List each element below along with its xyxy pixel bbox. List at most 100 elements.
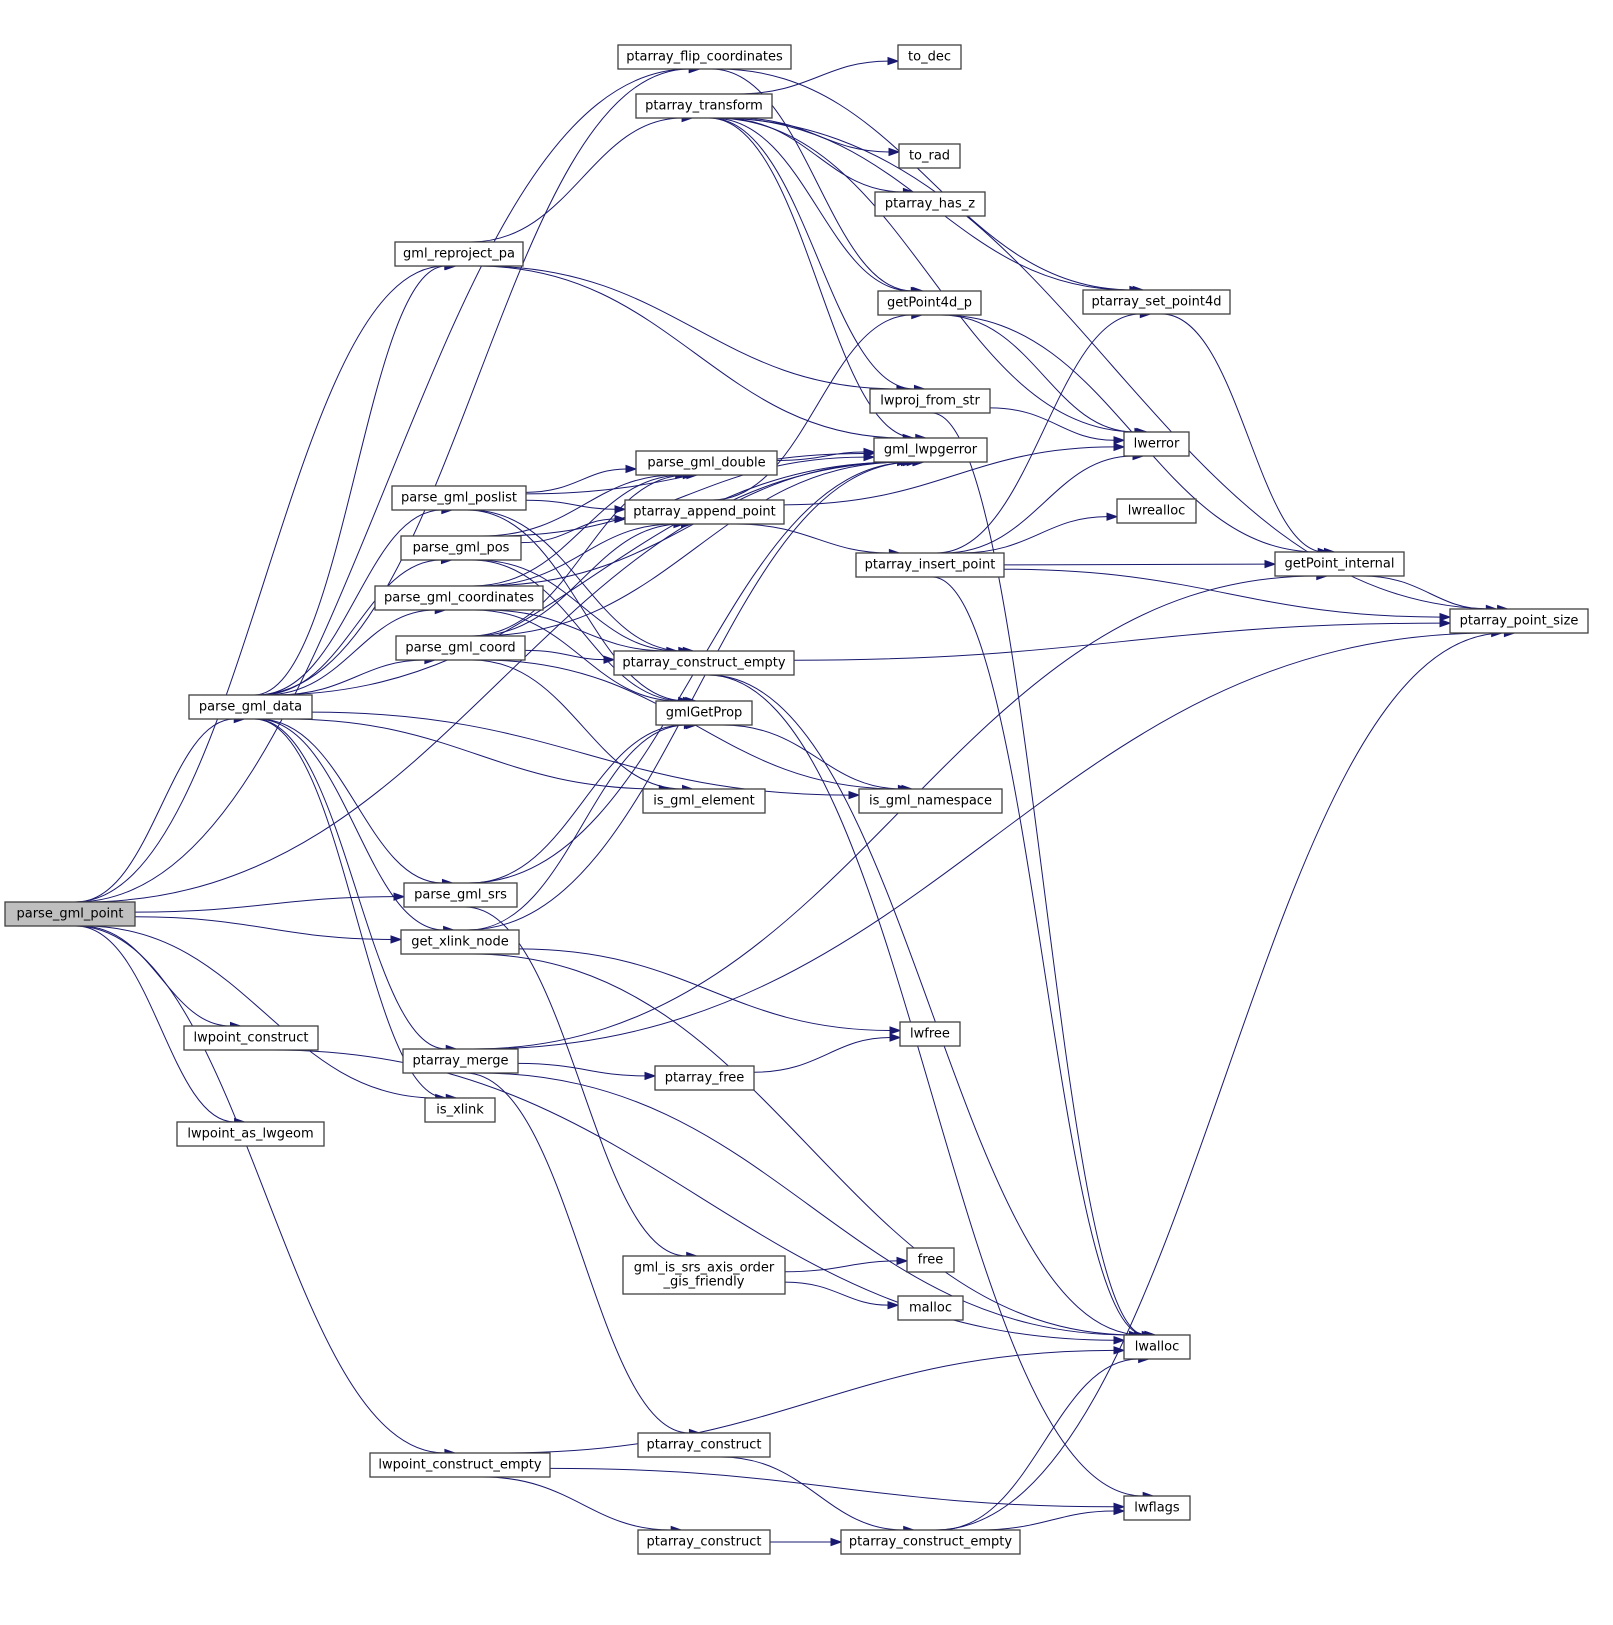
node-label: gmlGetProp <box>666 706 743 721</box>
node-gml-lwpgerror[interactable]: gml_lwpgerror <box>873 437 988 463</box>
node-lwerror[interactable]: lwerror <box>1123 431 1190 457</box>
node-parse-gml-srs[interactable]: parse_gml_srs <box>403 882 518 908</box>
node-parse-gml-coordinates[interactable]: parse_gml_coordinates <box>374 585 544 611</box>
node-getpoint4d-p[interactable]: getPoint4d_p <box>877 290 982 316</box>
node-is-xlink[interactable]: is_xlink <box>424 1097 496 1123</box>
edge-parse-gml-coord-to-is-gml-element <box>471 659 695 794</box>
arrowhead-icon <box>1113 1506 1126 1516</box>
node-lwflags[interactable]: lwflags <box>1123 1495 1191 1521</box>
node-box <box>635 450 778 476</box>
node-ptarray-point-size[interactable]: ptarray_point_size <box>1449 608 1589 634</box>
edge-parse-gml-coord-to-is-gml-namespace <box>482 659 910 794</box>
node-is-gml-namespace[interactable]: is_gml_namespace <box>858 788 1003 814</box>
edge-line <box>256 718 444 931</box>
edge-line <box>467 724 687 931</box>
edge-ptarray-construct-empty-2-to-ptarray-point-size <box>935 628 1516 1531</box>
arrowhead-icon <box>1439 618 1452 628</box>
edge-parse-gml-point-to-get-xlink-node <box>134 916 403 944</box>
node-lwpoint-as-lwgeom[interactable]: lwpoint_as_lwgeom <box>176 1121 325 1147</box>
edge-getPoint4d-p-to-lwerror <box>941 314 1147 437</box>
edge-line <box>938 1358 1139 1531</box>
node-lwpoint-construct-empty[interactable]: lwpoint_construct_empty <box>369 1452 551 1478</box>
node-box <box>1274 551 1405 577</box>
node-box <box>1123 1334 1191 1360</box>
node-box <box>391 485 527 511</box>
node-label: parse_gml_pos <box>413 541 510 556</box>
edge-line <box>134 916 392 940</box>
edge-line <box>1003 563 1266 566</box>
node-ptarray-construct-empty-2[interactable]: ptarray_construct_empty <box>840 1529 1021 1555</box>
edge-line <box>254 718 447 1099</box>
node-get-xlink-node[interactable]: get_xlink_node <box>400 929 520 955</box>
node-gml-is-srs-axis-order-gis-friendly[interactable]: gml_is_srs_axis_order_gis_friendly <box>622 1255 786 1295</box>
node-ptarray-construct-empty-1[interactable]: ptarray_construct_empty <box>613 650 795 676</box>
node-box <box>897 1295 964 1321</box>
node-is-gml-element[interactable]: is_gml_element <box>642 788 766 814</box>
arrowhead-icon <box>1106 512 1119 521</box>
edge-line <box>470 117 683 243</box>
node-malloc[interactable]: malloc <box>897 1295 964 1321</box>
edge-get-xlink-node-to-lwfree <box>518 948 902 1035</box>
arrowhead-icon <box>848 790 861 800</box>
edge-line <box>708 117 916 439</box>
node-gmlgetprop[interactable]: gmlGetProp <box>655 700 753 726</box>
edge-gml-reproject-pa-to-gml-lwpgerror <box>476 265 915 443</box>
edge-line <box>465 1072 690 1434</box>
node-ptarray-flip-coordinates[interactable]: ptarray_flip_coordinates <box>617 44 792 70</box>
edge-parse-gml-poslist-to-parse-gml-double <box>525 464 638 493</box>
node-label: lwpoint_construct <box>194 1031 309 1046</box>
node-ptarray-insert-point[interactable]: ptarray_insert_point <box>855 552 1005 578</box>
node-label: ptarray_construct <box>647 1535 762 1550</box>
node-ptarray-has-z[interactable]: ptarray_has_z <box>874 191 986 217</box>
node-box <box>654 1065 755 1091</box>
node-ptarray-transform[interactable]: ptarray_transform <box>635 93 773 119</box>
edge-getPoint-internal-to-ptarray-point-size <box>1362 575 1498 614</box>
node-label: parse_gml_double <box>647 456 765 471</box>
node-lwproj-from-str[interactable]: lwproj_from_str <box>869 388 991 414</box>
node-box <box>183 1025 319 1051</box>
node-ptarray-free[interactable]: ptarray_free <box>654 1065 755 1091</box>
edges-layer <box>74 56 1516 1547</box>
node-parse-gml-point[interactable]: parse_gml_point <box>4 901 136 927</box>
node-lwpoint-construct[interactable]: lwpoint_construct <box>183 1025 319 1051</box>
node-getpoint-internal[interactable]: getPoint_internal <box>1274 551 1405 577</box>
node-label: to_dec <box>908 50 951 65</box>
node-box <box>869 388 991 414</box>
node-label: ptarray_transform <box>645 99 763 114</box>
edge-line <box>473 523 682 637</box>
node-parse-gml-double[interactable]: parse_gml_double <box>635 450 778 476</box>
arrowhead-icon <box>863 452 876 462</box>
edge-line <box>495 456 865 537</box>
edge-ptarray-insert-point-to-lwrealloc <box>960 512 1119 554</box>
edge-line <box>75 925 445 1454</box>
node-to-rad[interactable]: to_rad <box>898 143 961 169</box>
node-parse-gml-data[interactable]: parse_gml_data <box>188 694 313 720</box>
edge-line <box>80 925 231 1027</box>
node-parse-gml-poslist[interactable]: parse_gml_poslist <box>391 485 527 511</box>
node-free[interactable]: free <box>906 1247 955 1273</box>
node-parse-gml-pos[interactable]: parse_gml_pos <box>400 535 522 561</box>
node-gml-reproject-pa[interactable]: gml_reproject_pa <box>394 241 524 267</box>
edge-line <box>989 407 1115 441</box>
node-ptarray-set-point4d[interactable]: ptarray_set_point4d <box>1082 289 1231 315</box>
edge-line <box>708 674 1143 1336</box>
node-ptarray-merge[interactable]: ptarray_merge <box>402 1048 519 1074</box>
edge-ptarray-insert-point-to-lwalloc <box>932 576 1157 1340</box>
arrowhead-icon <box>830 1537 843 1547</box>
node-label: is_gml_element <box>653 794 755 809</box>
edge-parse-gml-data-to-is-gml-element <box>285 718 671 794</box>
edge-line <box>715 117 1498 610</box>
edge-line <box>520 518 616 544</box>
node-ptarray-construct-1[interactable]: ptarray_construct <box>637 1432 771 1458</box>
node-parse-gml-coord[interactable]: parse_gml_coord <box>395 635 526 661</box>
node-ptarray-append-point[interactable]: ptarray_append_point <box>624 499 785 525</box>
node-lwfree[interactable]: lwfree <box>899 1021 961 1047</box>
edge-line <box>943 455 1134 554</box>
node-lwrealloc[interactable]: lwrealloc <box>1116 498 1197 524</box>
node-ptarray-construct-2[interactable]: ptarray_construct <box>637 1529 771 1555</box>
edge-line <box>707 674 1144 1497</box>
node-lwalloc[interactable]: lwalloc <box>1123 1334 1191 1360</box>
node-label: ptarray_append_point <box>633 505 776 520</box>
edge-ptarray-free-to-lwfree <box>753 1033 902 1073</box>
node-to-dec[interactable]: to_dec <box>897 44 962 70</box>
